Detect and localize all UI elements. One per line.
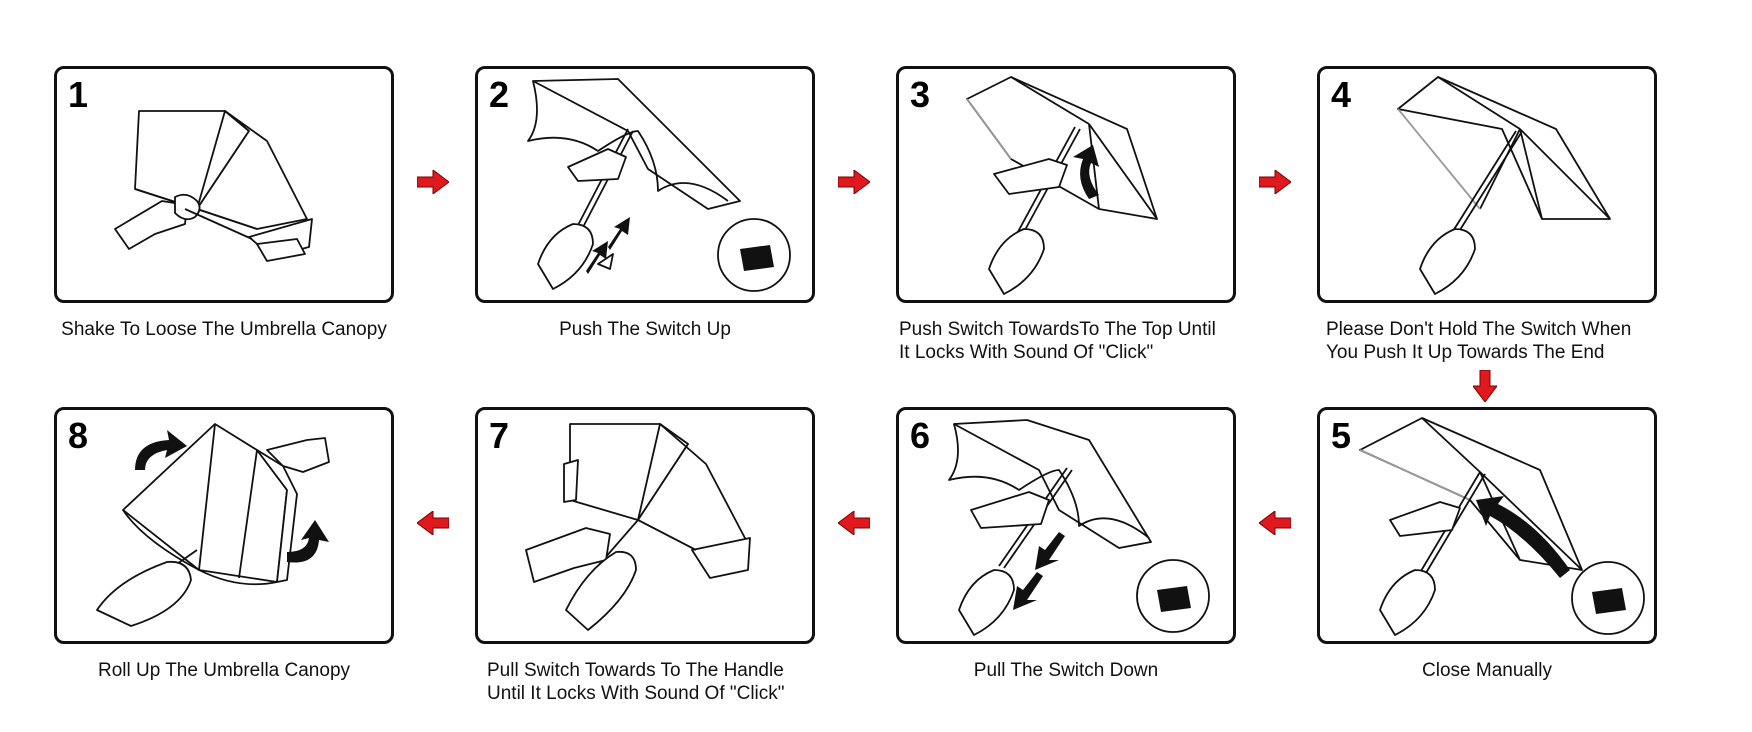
step-number-4: 4	[1331, 74, 1352, 115]
step-caption-4: Please Don't Hold The Switch When You Pu…	[1326, 319, 1632, 363]
flow-arrow-down-icon	[1473, 370, 1497, 402]
flow-arrow-left-icon	[417, 511, 449, 535]
step-caption-6: Pull The Switch Down	[973, 660, 1159, 681]
step-caption-8: Roll Up The Umbrella Canopy	[97, 660, 351, 681]
flow-arrow-right-icon	[1259, 170, 1291, 194]
step-caption-2: Push The Switch Up	[559, 319, 731, 340]
step-panel-5: 5	[1317, 407, 1657, 644]
pushing-switch-up-illustration	[527, 78, 791, 292]
step-number-7: 7	[489, 415, 510, 456]
flow-arrow-right-icon	[838, 170, 870, 194]
flow-arrow-left-icon	[838, 511, 870, 535]
flow-arrow-left-icon	[1259, 511, 1291, 535]
step-number-5: 5	[1331, 415, 1352, 456]
step-panel-3: 3	[896, 66, 1236, 303]
pulling-switch-down-illustration	[948, 419, 1210, 636]
step-number-8: 8	[68, 415, 89, 456]
step-panel-8: 8	[54, 407, 394, 644]
step-panel-2: 2	[475, 66, 815, 303]
releasing-switch-illustration	[1397, 76, 1611, 295]
step-panel-1: 1	[54, 66, 394, 303]
step-number-2: 2	[489, 74, 510, 115]
step-panel-7: 7	[475, 407, 815, 644]
step-caption-3: Push Switch TowardsTo The Top Until It L…	[899, 319, 1216, 363]
shaking-folded-umbrella-illustration	[114, 110, 313, 262]
step-caption-1: Shake To Loose The Umbrella Canopy	[61, 319, 387, 340]
step-caption-7: Pull Switch Towards To The Handle Until …	[487, 660, 785, 704]
step-caption-5: Close Manually	[1422, 660, 1552, 681]
step-number-1: 1	[68, 74, 89, 115]
locking-switch-top-illustration	[966, 76, 1158, 295]
closing-manually-illustration	[1359, 417, 1645, 636]
rolling-up-canopy-illustration	[96, 423, 330, 627]
step-panel-6: 6	[896, 407, 1236, 644]
step-number-3: 3	[910, 74, 931, 115]
step-number-6: 6	[910, 415, 931, 456]
pulling-switch-to-handle-illustration	[525, 423, 751, 631]
step-panel-4: 4	[1317, 66, 1657, 303]
flow-arrow-right-icon	[417, 170, 449, 194]
